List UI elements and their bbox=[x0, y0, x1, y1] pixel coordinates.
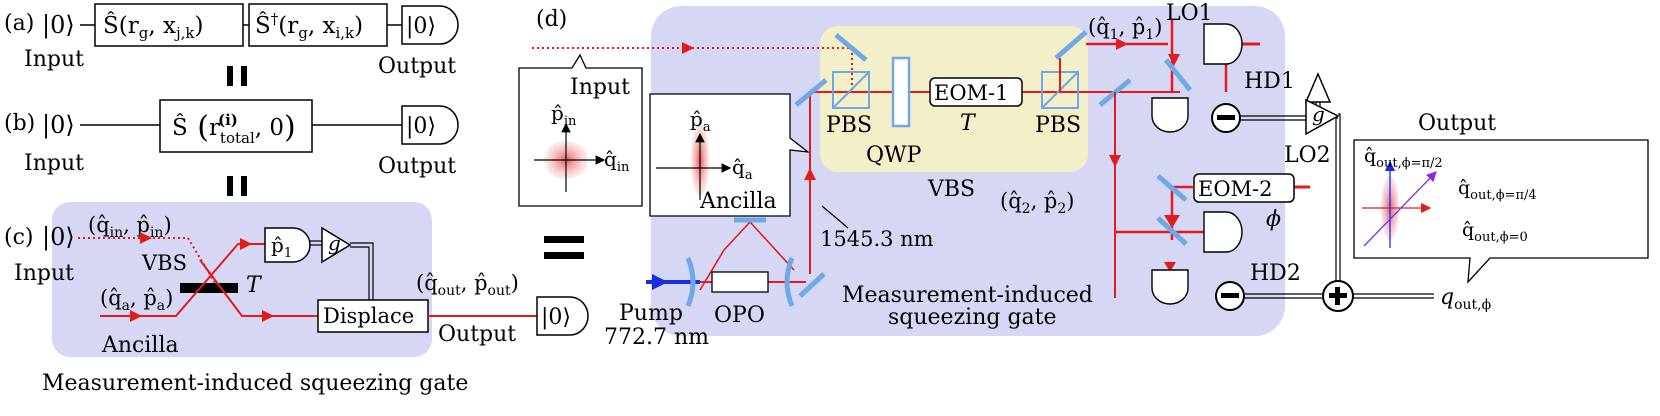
output-axis-zero: q̂out,ϕ=0 bbox=[1462, 219, 1528, 245]
hd2-photodiode-b bbox=[1151, 269, 1189, 305]
gain-label-c: g bbox=[328, 231, 341, 255]
panel-c-caption: Measurement-induced squeezing gate bbox=[42, 371, 468, 396]
q-a-axis-label: q̂a bbox=[732, 155, 753, 183]
qwp-label: QWP bbox=[866, 143, 922, 168]
ancilla-phase-space-callout: p̂a q̂a Ancilla bbox=[649, 93, 811, 217]
transmittance-T-d: T bbox=[960, 111, 977, 136]
phase-phi-label: ϕ bbox=[1266, 207, 1281, 232]
hd2-beamsplitter bbox=[1156, 216, 1188, 246]
panel-c-input-label: Input bbox=[14, 261, 74, 286]
hd1-photodiode-b bbox=[1151, 97, 1189, 133]
eom-1 bbox=[929, 77, 1023, 107]
q-out-phi-label: qout,ϕ bbox=[1440, 285, 1491, 313]
hd1-beamsplitter bbox=[1164, 58, 1192, 92]
signal-wavelength-label: 1545.3 nm bbox=[820, 227, 934, 251]
panel-b-output-label: Output bbox=[378, 154, 456, 179]
opo-label: OPO bbox=[714, 303, 765, 328]
p-in-axis-label: p̂in bbox=[551, 101, 577, 129]
output-axis-pi-half: q̂out,ϕ=π/2 bbox=[1364, 145, 1443, 171]
ancilla-label-c: Ancilla bbox=[101, 333, 179, 358]
measurement-box-b bbox=[401, 105, 459, 145]
panel-c-output-label: Output bbox=[438, 322, 516, 347]
hd2-label: HD2 bbox=[1250, 261, 1301, 286]
pump-wavelength-label: 772.7 nm bbox=[604, 325, 709, 350]
vbs-label-c: VBS bbox=[141, 251, 187, 275]
panel-a-input-ket: |0⟩ bbox=[42, 11, 75, 40]
panel-a-tag: (a) bbox=[4, 11, 34, 36]
lo1-label: LO1 bbox=[1166, 1, 1213, 26]
panel-b: (b) |0⟩ Ŝ (r(i)total, 0) |0⟩ Input Outpu… bbox=[4, 99, 459, 196]
panel-d: (d) Input p̂in q̂in p̂a q̂a Ancilla bbox=[518, 1, 1649, 350]
output-phase-space-callout: Output q̂out,ϕ=π/2 q̂out,ϕ=π/4 q̂out,ϕ=0 bbox=[1353, 111, 1649, 284]
pbs-2-label: PBS bbox=[1035, 113, 1081, 138]
transmittance-T-c: T bbox=[246, 273, 263, 298]
panel-a-input-label: Input bbox=[24, 47, 84, 72]
nonlinear-crystal bbox=[711, 271, 769, 293]
panel-b-input-ket: |0⟩ bbox=[42, 111, 75, 140]
hd2-photodiode-a bbox=[1203, 211, 1243, 253]
vbs-label-d: VBS bbox=[927, 177, 975, 202]
hd1-photodiode-a bbox=[1203, 23, 1243, 65]
panel-c-input-ket: |0⟩ bbox=[42, 223, 75, 252]
panel-c: (c) |0⟩ Input (q̂in, p̂in) VBS T (q̂a, p… bbox=[4, 202, 589, 396]
beam-splitter-c bbox=[180, 283, 238, 293]
opo-cavity bbox=[646, 217, 806, 307]
equals-sign bbox=[544, 236, 584, 259]
panel-b-tag: (b) bbox=[4, 111, 35, 136]
gate-caption-line1: Measurement-induced bbox=[842, 283, 1093, 308]
gate-s-total-label: Ŝ (r(i)total, 0) bbox=[172, 110, 296, 147]
measurement-ket-a: |0⟩ bbox=[406, 14, 436, 39]
opo-mirror-right bbox=[784, 257, 795, 307]
q2-p2-label: (q̂2, p̂2) bbox=[1000, 189, 1074, 217]
panel-a-output-label: Output bbox=[378, 54, 456, 79]
pump-label: Pump bbox=[619, 301, 683, 326]
panel-b-input-label: Input bbox=[24, 151, 84, 176]
eom-1-label: EOM-1 bbox=[934, 81, 1009, 105]
steering-mirror-1 bbox=[794, 78, 828, 107]
gain-amp-d bbox=[1305, 98, 1340, 136]
vbs-exit-mirror bbox=[1054, 30, 1088, 60]
hd1-label: HD1 bbox=[1244, 69, 1295, 94]
gain-triangle-d bbox=[1304, 72, 1332, 103]
lo2-label: LO2 bbox=[1284, 143, 1331, 168]
gain-label-d: g bbox=[1312, 102, 1325, 126]
pbs-1 bbox=[832, 71, 870, 109]
opo-mirror-left bbox=[685, 257, 696, 307]
pbs-1-label: PBS bbox=[826, 113, 872, 138]
detector-p1 bbox=[264, 227, 311, 263]
output-callout-title: Output bbox=[1418, 111, 1496, 136]
gain-triangle-c bbox=[321, 226, 352, 264]
displace-label: Displace bbox=[323, 304, 414, 328]
input-phase-space-callout: Input p̂in q̂in bbox=[518, 53, 643, 207]
homodyne-detector-2: LO2 EOM-2 ϕ HD2 bbox=[1115, 143, 1331, 311]
detector-p1-label: p̂1 bbox=[271, 233, 292, 261]
q1-p1-label: (q̂1, p̂1) bbox=[1088, 15, 1162, 43]
measurement-ket-c: |0⟩ bbox=[541, 305, 571, 330]
panel-d-tag: (d) bbox=[536, 7, 567, 32]
measurement-box-a bbox=[401, 5, 459, 45]
opo-output-mirror bbox=[798, 272, 826, 298]
gate-s-label: Ŝ(rg, xj,k) bbox=[103, 12, 203, 42]
output-quadratures: (q̂out, p̂out) bbox=[416, 271, 519, 299]
measurement-ket-b: |0⟩ bbox=[406, 114, 436, 139]
q-in-axis-label: q̂in bbox=[604, 147, 630, 175]
ancilla-quadratures: (q̂a, p̂a) bbox=[100, 286, 173, 314]
panel-a: (a) |0⟩ Ŝ(rg, xj,k) Ŝ†(rg, xi,k) |0⟩ Inp… bbox=[4, 3, 459, 86]
panel-c-tag: (c) bbox=[4, 225, 34, 250]
p-a-axis-label: p̂a bbox=[690, 107, 711, 135]
gate-caption-line2: squeezing gate bbox=[888, 305, 1057, 330]
output-axis-pi-quarter: q̂out,ϕ=π/4 bbox=[1458, 177, 1537, 203]
gate-s-total-box bbox=[159, 99, 313, 153]
steering-mirror-2 bbox=[834, 33, 868, 62]
input-callout-label: Input bbox=[570, 75, 630, 100]
hd2-mirror bbox=[1156, 174, 1188, 202]
ancilla-callout-label: Ancilla bbox=[699, 189, 777, 214]
eom-2-label: EOM-2 bbox=[1198, 177, 1273, 201]
qwp bbox=[891, 56, 911, 128]
measurement-box-c bbox=[536, 296, 589, 336]
gate-s-dagger-label: Ŝ†(rg, xi,k) bbox=[255, 10, 363, 42]
